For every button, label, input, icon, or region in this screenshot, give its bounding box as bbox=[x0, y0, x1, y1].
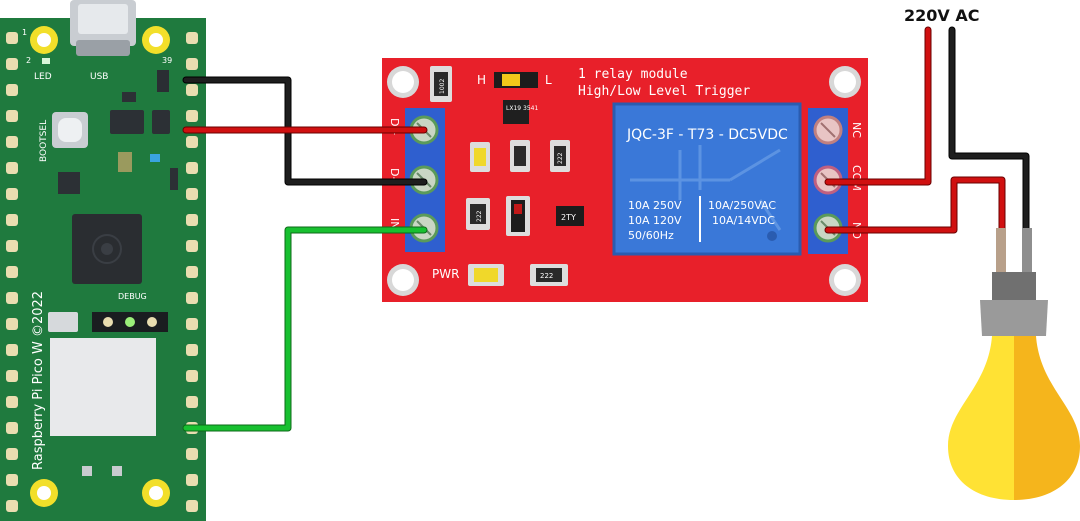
rating-left-3: 50/60Hz bbox=[628, 229, 674, 242]
light-bulb bbox=[948, 228, 1080, 500]
relay-body bbox=[612, 102, 802, 256]
pwr-label: PWR bbox=[432, 267, 459, 281]
rating-left-2: 10A 120V bbox=[628, 214, 682, 227]
bulb-glass-light bbox=[948, 336, 1014, 500]
usb-connector bbox=[70, 0, 136, 56]
wire-no-bulb bbox=[825, 177, 1005, 233]
resistor-1002: 1002 bbox=[430, 66, 452, 102]
rating-right-2: 10A/14VDC bbox=[712, 214, 775, 227]
smd-component bbox=[157, 70, 169, 92]
resistor-222-b-label: 222 bbox=[476, 210, 483, 222]
led-icon bbox=[42, 58, 50, 64]
bulb-base bbox=[980, 300, 1048, 336]
rating-left-1: 10A 250V bbox=[628, 199, 682, 212]
resistor-222-c-body bbox=[536, 268, 562, 282]
pin-39-label: 39 bbox=[162, 56, 172, 65]
relay-module: 1 relay module High/Low Level Trigger H … bbox=[382, 58, 868, 302]
pico-left-pins bbox=[6, 32, 18, 512]
relay-title-line1: 1 relay module bbox=[578, 67, 688, 82]
pin-1-label: 1 bbox=[22, 28, 27, 37]
transistor bbox=[556, 206, 584, 226]
debug-label: DEBUG bbox=[118, 292, 147, 301]
bulb-lead-left bbox=[996, 228, 1006, 278]
wifi-module bbox=[50, 338, 156, 436]
pico-mount-holes bbox=[30, 26, 170, 507]
wire-green-signal bbox=[183, 227, 427, 431]
supply-label: 220V AC bbox=[904, 6, 979, 25]
wire-supply-red bbox=[825, 27, 931, 185]
rating-right-1: 10A/250VAC bbox=[708, 199, 776, 212]
capacitor bbox=[118, 152, 132, 172]
chip-label: LX19 3541 bbox=[506, 105, 538, 112]
jumper-low-label: L bbox=[545, 73, 552, 87]
wire-supply-black-outline bbox=[948, 26, 1030, 232]
jumper-cap[interactable] bbox=[502, 74, 520, 86]
bulb-glass-shade bbox=[1014, 336, 1080, 500]
transistor-label: 2TY bbox=[561, 213, 576, 222]
smd-component bbox=[170, 168, 178, 190]
bulb-lead-right bbox=[1022, 228, 1032, 278]
wires bbox=[182, 26, 1030, 432]
led-label: LED bbox=[34, 72, 52, 82]
lx19-chip: LX19 3541 bbox=[503, 100, 538, 124]
flyback-diode-band bbox=[514, 204, 522, 214]
inductor-chip bbox=[110, 110, 144, 134]
smd-component bbox=[112, 466, 122, 476]
rp2040-chip bbox=[72, 214, 142, 284]
relay-title-line2: High/Low Level Trigger bbox=[578, 84, 750, 99]
wire-supply-black bbox=[949, 27, 1029, 231]
resistor-1002-label: 1002 bbox=[439, 79, 446, 94]
bootsel-label: BOOTSEL bbox=[39, 120, 49, 162]
pin-2-label: 2 bbox=[26, 56, 31, 65]
resistor-body bbox=[514, 146, 526, 166]
smd-component bbox=[150, 154, 160, 162]
smd-component bbox=[82, 466, 92, 476]
usb-label: USB bbox=[90, 72, 108, 82]
pico-board: 2 1 39 LED USB BOOTSEL DEBUG bbox=[0, 0, 206, 521]
relay-mount-holes bbox=[387, 66, 861, 296]
resistor-222-b-body bbox=[470, 204, 486, 224]
resistor-222-a-label: 222 bbox=[557, 152, 564, 164]
smd-component bbox=[58, 172, 80, 194]
pin-label-com: COM bbox=[850, 165, 863, 191]
smd-component bbox=[152, 110, 170, 134]
resistor-222-c-label: 222 bbox=[540, 272, 553, 280]
bootsel-button[interactable] bbox=[52, 112, 88, 148]
pin-label-in: IN bbox=[388, 218, 401, 229]
resistor-222-a-body bbox=[554, 146, 566, 166]
bulb-cap bbox=[992, 272, 1036, 302]
smd-component bbox=[122, 92, 136, 102]
pin-label-dminus: D- bbox=[388, 168, 401, 180]
relay-model-label: JQC-3F - T73 - DC5VDC bbox=[626, 127, 788, 143]
debug-header bbox=[48, 312, 168, 332]
pico-name-label: Raspberry Pi Pico W ©2022 bbox=[31, 291, 46, 470]
pin-label-nc: NC bbox=[850, 122, 863, 138]
pwr-led-body bbox=[474, 268, 498, 282]
jumper-high-label: H bbox=[477, 73, 486, 87]
diode-led-body bbox=[474, 148, 486, 166]
